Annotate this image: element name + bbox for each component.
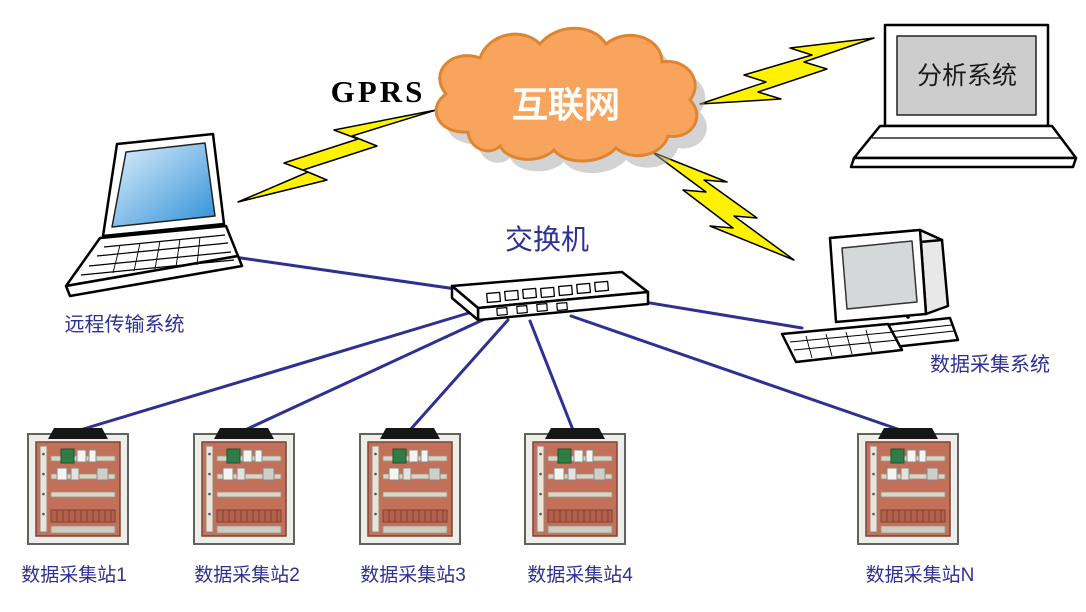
lightning-bolt-acquisition bbox=[651, 151, 795, 261]
link-switch-station-1 bbox=[78, 310, 474, 432]
monitor-power-led bbox=[906, 315, 910, 319]
station-label-n: 数据采集站N bbox=[865, 565, 975, 586]
laptop-key-columns bbox=[112, 236, 201, 274]
station-cabinets bbox=[27, 427, 959, 545]
analysis-screen bbox=[896, 35, 1037, 116]
laptop-screen bbox=[111, 142, 216, 228]
monitor-screen bbox=[841, 240, 918, 310]
internet-cloud bbox=[434, 26, 707, 174]
cabinet-station-n bbox=[857, 427, 959, 545]
network-links bbox=[78, 255, 908, 434]
cabinet-station-3 bbox=[359, 427, 461, 545]
switch-label: 交换机 bbox=[504, 224, 589, 255]
cabinet-station-1 bbox=[27, 427, 129, 545]
cabinet-station-4 bbox=[524, 427, 626, 545]
link-switch-station-2 bbox=[243, 315, 491, 432]
station-label-4: 数据采集站4 bbox=[527, 565, 633, 586]
cloud-shape bbox=[434, 26, 699, 163]
keyboard bbox=[780, 322, 904, 364]
remote-system-label: 远程传输系统 bbox=[64, 314, 185, 336]
link-switch-station-3 bbox=[408, 318, 510, 432]
link-switch-station-n bbox=[569, 314, 908, 434]
cabinet-station-2 bbox=[193, 427, 295, 545]
lightning-bolt-gprs bbox=[237, 109, 437, 203]
internet-cloud-label: 互联网 bbox=[511, 84, 620, 125]
laptop-key-rows bbox=[80, 234, 235, 276]
lightning-bolts bbox=[237, 37, 875, 261]
remote-laptop bbox=[64, 132, 244, 298]
analysis-system-label: 分析系统 bbox=[916, 62, 1017, 90]
link-remote-switch bbox=[232, 255, 472, 293]
analysis-base bbox=[852, 124, 1078, 160]
laptop-front-edge bbox=[64, 254, 244, 298]
switch-side bbox=[450, 284, 480, 322]
network-switch bbox=[450, 270, 650, 322]
acquisition-desktop bbox=[780, 228, 960, 364]
switch-top-ports bbox=[486, 280, 610, 304]
keyboard-columns bbox=[805, 329, 873, 359]
station-label-3: 数据采集站3 bbox=[360, 565, 466, 586]
link-switch-acquisition bbox=[624, 297, 804, 330]
acquisition-system-label: 数据采集系统 bbox=[930, 354, 1050, 376]
lightning-bolt-analysis bbox=[699, 37, 875, 105]
station-label-1: 数据采集站1 bbox=[21, 565, 127, 586]
analysis-laptop bbox=[849, 23, 1078, 169]
switch-front-ports bbox=[496, 301, 568, 317]
link-switch-station-4 bbox=[528, 319, 575, 432]
station-label-2: 数据采集站2 bbox=[194, 565, 300, 586]
gprs-label: GPRS bbox=[330, 74, 426, 109]
analysis-front-edge bbox=[849, 156, 1078, 169]
